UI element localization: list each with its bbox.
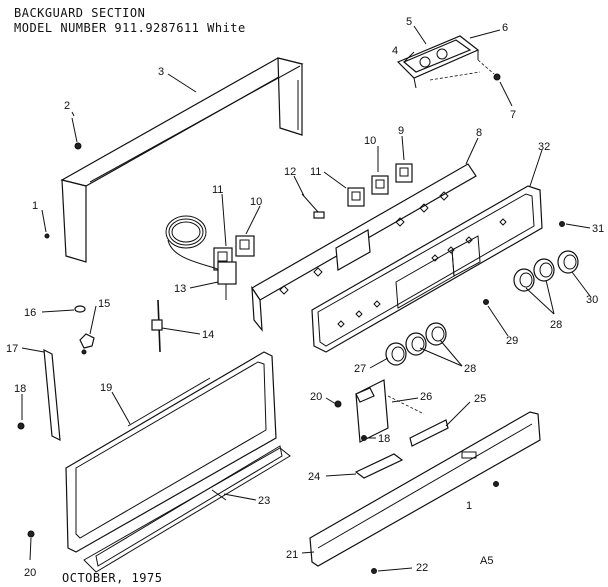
callout-18-left: 18 (14, 383, 26, 395)
part-32-control-panel (311, 185, 543, 353)
part-1-screw-left (44, 233, 50, 239)
part-1-screw-right (493, 481, 499, 487)
part-21-bottom-trim (309, 411, 541, 567)
part-20-screw-lower (27, 530, 35, 538)
part-18-screw-left (17, 422, 25, 430)
part-27-28-30-knobs (385, 250, 579, 366)
callout-8: 8 (476, 127, 482, 139)
callout-6: 6 (502, 22, 508, 34)
callout-30: 30 (586, 294, 598, 306)
callout-24: 24 (308, 471, 320, 483)
part-9-10-11-upper-switches (347, 163, 413, 207)
model-number: MODEL NUMBER 911.9287611 White (14, 21, 246, 35)
part-20-screw-right (334, 400, 342, 408)
callout-4: 4 (392, 45, 398, 57)
diagram-title: BACKGUARD SECTION (14, 6, 146, 20)
callout-2: 2 (64, 100, 70, 112)
callout-32: 32 (538, 141, 550, 153)
callout-18-right: 18 (378, 433, 390, 445)
callout-15: 15 (98, 298, 110, 310)
part-19-lower-panel (65, 351, 291, 573)
callout-11-lower: 11 (212, 184, 223, 196)
page-code: A5 (480, 555, 493, 567)
callout-28-lower: 28 (464, 363, 476, 375)
callout-10-upper: 10 (364, 135, 376, 147)
callout-1-left: 1 (32, 200, 38, 212)
callout-23: 23 (258, 495, 270, 507)
callout-14: 14 (202, 329, 214, 341)
callout-11-upper: 11 (310, 166, 321, 178)
callout-12: 12 (284, 166, 296, 178)
part-29-screw (483, 299, 489, 305)
part-31-screw (559, 221, 565, 227)
callout-21: 21 (286, 549, 298, 561)
part-22-screw (371, 568, 377, 574)
callout-29: 29 (506, 335, 518, 347)
part-14-bracket (151, 299, 163, 353)
callout-13: 13 (174, 283, 186, 295)
callout-9: 9 (398, 125, 404, 137)
callout-16: 16 (24, 307, 36, 319)
part-15-16-hardware (74, 305, 95, 355)
callout-31: 31 (592, 223, 604, 235)
callout-25: 25 (474, 393, 486, 405)
callout-1-right: 1 (466, 500, 472, 512)
callout-5: 5 (406, 16, 412, 28)
callout-3: 3 (158, 66, 164, 78)
callout-17: 17 (6, 343, 18, 355)
callout-22: 22 (416, 562, 428, 574)
part-23-lower-trim (95, 445, 283, 567)
part-2-screw (71, 117, 82, 150)
part-17-side-trim (43, 348, 61, 442)
leader-lines (21, 25, 591, 572)
part-3-backguard-frame (60, 57, 304, 263)
part-8-mounting-panel (251, 163, 477, 332)
callout-20-right: 20 (310, 391, 322, 403)
callout-7: 7 (510, 109, 516, 121)
part-10-11-lower-switches (213, 235, 255, 271)
callout-28-upper: 28 (550, 319, 562, 331)
part-12-clip (301, 193, 325, 219)
callout-20-lower: 20 (24, 567, 36, 579)
callout-10-lower: 10 (250, 196, 262, 208)
part-13-thermostat (165, 215, 237, 300)
part-4-5-6-clock-panel (396, 35, 501, 89)
part-24-25-26-bracket-assembly (354, 379, 449, 479)
callout-26: 26 (420, 391, 432, 403)
publication-date: OCTOBER, 1975 (62, 571, 163, 585)
callout-19: 19 (100, 382, 112, 394)
callout-27: 27 (354, 363, 366, 375)
